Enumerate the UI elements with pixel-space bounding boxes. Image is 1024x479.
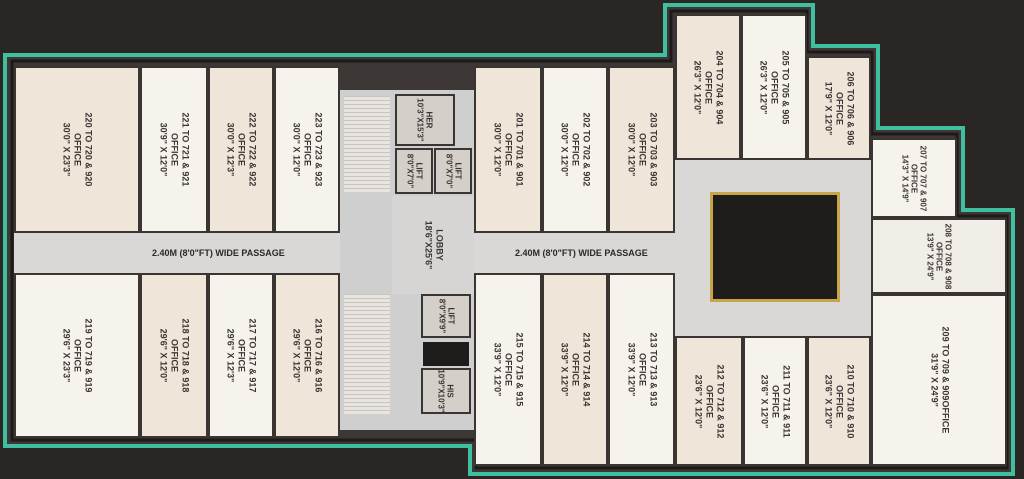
lift-1-name: LIFT: [414, 162, 423, 180]
lobby-name: LOBBY: [433, 229, 444, 261]
lift-2-name: LIFT: [453, 162, 462, 180]
lift-1-size: 8'0"X7'0": [405, 153, 414, 189]
his-name: HIS: [445, 384, 455, 398]
lift-2-size: 8'0"X7'0": [444, 153, 453, 189]
passage-left: [14, 233, 344, 273]
his-size: 10'9"X10'3": [436, 369, 446, 413]
passage-left-label: 2.40M (8'0"FT) WIDE PASSAGE: [152, 248, 285, 258]
lobby-size: 18'6"X25'6": [422, 220, 433, 270]
central-void: [710, 192, 840, 302]
lift-shaft: [423, 342, 469, 366]
staircase-bottom: [344, 294, 390, 414]
her-size: 10'3"X15'3": [415, 98, 425, 142]
lift-3-size: 8'0"X9'9": [437, 298, 446, 334]
her-name: HER: [424, 111, 434, 129]
staircase-top: [344, 96, 390, 192]
lift-3-name: LIFT: [446, 307, 455, 325]
passage-right-label: 2.40M (8'0"FT) WIDE PASSAGE: [515, 248, 648, 258]
